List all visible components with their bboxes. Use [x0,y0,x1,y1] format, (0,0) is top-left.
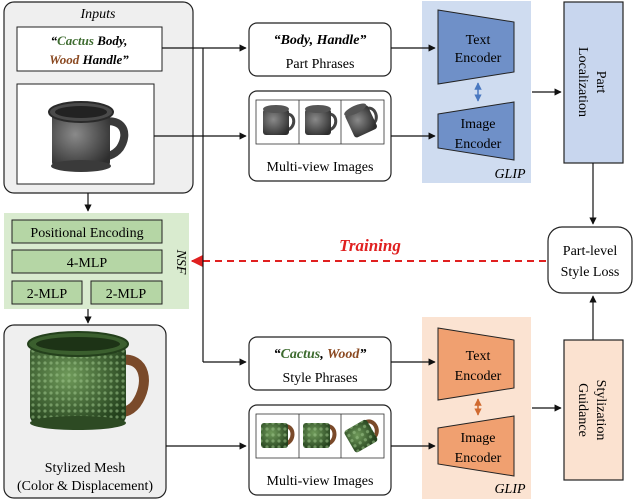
svg-text:Encoder: Encoder [455,51,502,66]
svg-text:Stylization: Stylization [593,380,608,441]
multiview-bottom-box: Multi-view Images [248,404,392,496]
bottom-view-3 [344,419,379,453]
svg-text:Localization: Localization [575,47,590,117]
glip-top-label: GLIP [494,167,526,182]
style-phrases-label: Style Phrases [282,371,357,386]
nsf-panel: Positional Encoding 4-MLP 2-MLP 2-MLP NS… [4,213,189,309]
svg-text:Image: Image [461,117,496,132]
svg-text:Part: Part [593,71,608,94]
svg-text:Text: Text [466,349,491,364]
svg-text:Encoder: Encoder [455,369,502,384]
bottom-view-1 [261,423,295,448]
part-localization-box: Part Localization [563,1,624,164]
word-cactus: Cactus [57,33,94,48]
part-phrases-text: “Body, Handle” [274,33,367,48]
mlp-2-right: 2-MLP [106,287,147,302]
part-phrases-box: “Body, Handle” Part Phrases [248,22,392,77]
glip-top-image-encoder: Image Encoder [437,101,515,161]
mlp-4: 4-MLP [67,256,108,271]
svg-text:Image: Image [461,431,496,446]
glip-bottom-text-encoder: Text Encoder [437,327,515,401]
word-wood: Wood [327,347,360,362]
inputs-title: Inputs [80,7,117,22]
positional-encoding: Positional Encoding [30,226,143,241]
svg-text:Part-level: Part-level [563,244,618,259]
inputs-panel: Inputs “Cactus Body, Wood Handle” [3,1,194,194]
stylized-mesh-label-2: (Color & Displacement) [17,479,153,494]
nsf-label: NSF [173,249,188,275]
stylized-mesh-panel: Stylized Mesh (Color & Displacement) [3,324,167,499]
mlp-2-left: 2-MLP [27,287,68,302]
stylization-guidance-box: Stylization Guidance [563,339,624,481]
glip-top-text-encoder: Text Encoder [437,9,515,85]
bottom-view-2 [303,423,337,448]
part-level-loss-box: Part-level Style Loss [547,226,633,294]
connectors [84,44,597,450]
svg-text:Encoder: Encoder [455,137,502,152]
multiview-bottom-label: Multi-view Images [267,474,374,489]
glip-bottom-image-encoder: Image Encoder [437,415,515,477]
multiview-top-label: Multi-view Images [267,160,374,175]
top-view-1 [263,105,296,135]
part-phrases-label: Part Phrases [286,57,355,72]
training-label: Training [339,236,401,255]
stylized-mesh-label-1: Stylized Mesh [45,461,126,476]
input-prompt-line2: Wood Handle” [49,52,129,67]
style-phrases-text: “Cactus, Wood” [274,347,367,362]
multiview-top-box: Multi-view Images [248,90,392,182]
svg-text:Guidance: Guidance [575,383,590,437]
top-view-2 [305,105,338,135]
top-view-3 [344,103,378,138]
svg-text:Style Loss: Style Loss [561,265,620,280]
word-cactus: Cactus [281,347,321,362]
glip-bottom-label: GLIP [494,482,526,497]
svg-text:Text: Text [466,33,491,48]
green-mug-image [27,331,149,430]
input-prompt-line1: “Cactus Body, [51,33,128,48]
word-wood: Wood [49,52,80,67]
style-phrases-box: “Cactus, Wood” Style Phrases [248,336,392,391]
gray-mug-image [48,101,129,172]
svg-text:Encoder: Encoder [455,451,502,466]
